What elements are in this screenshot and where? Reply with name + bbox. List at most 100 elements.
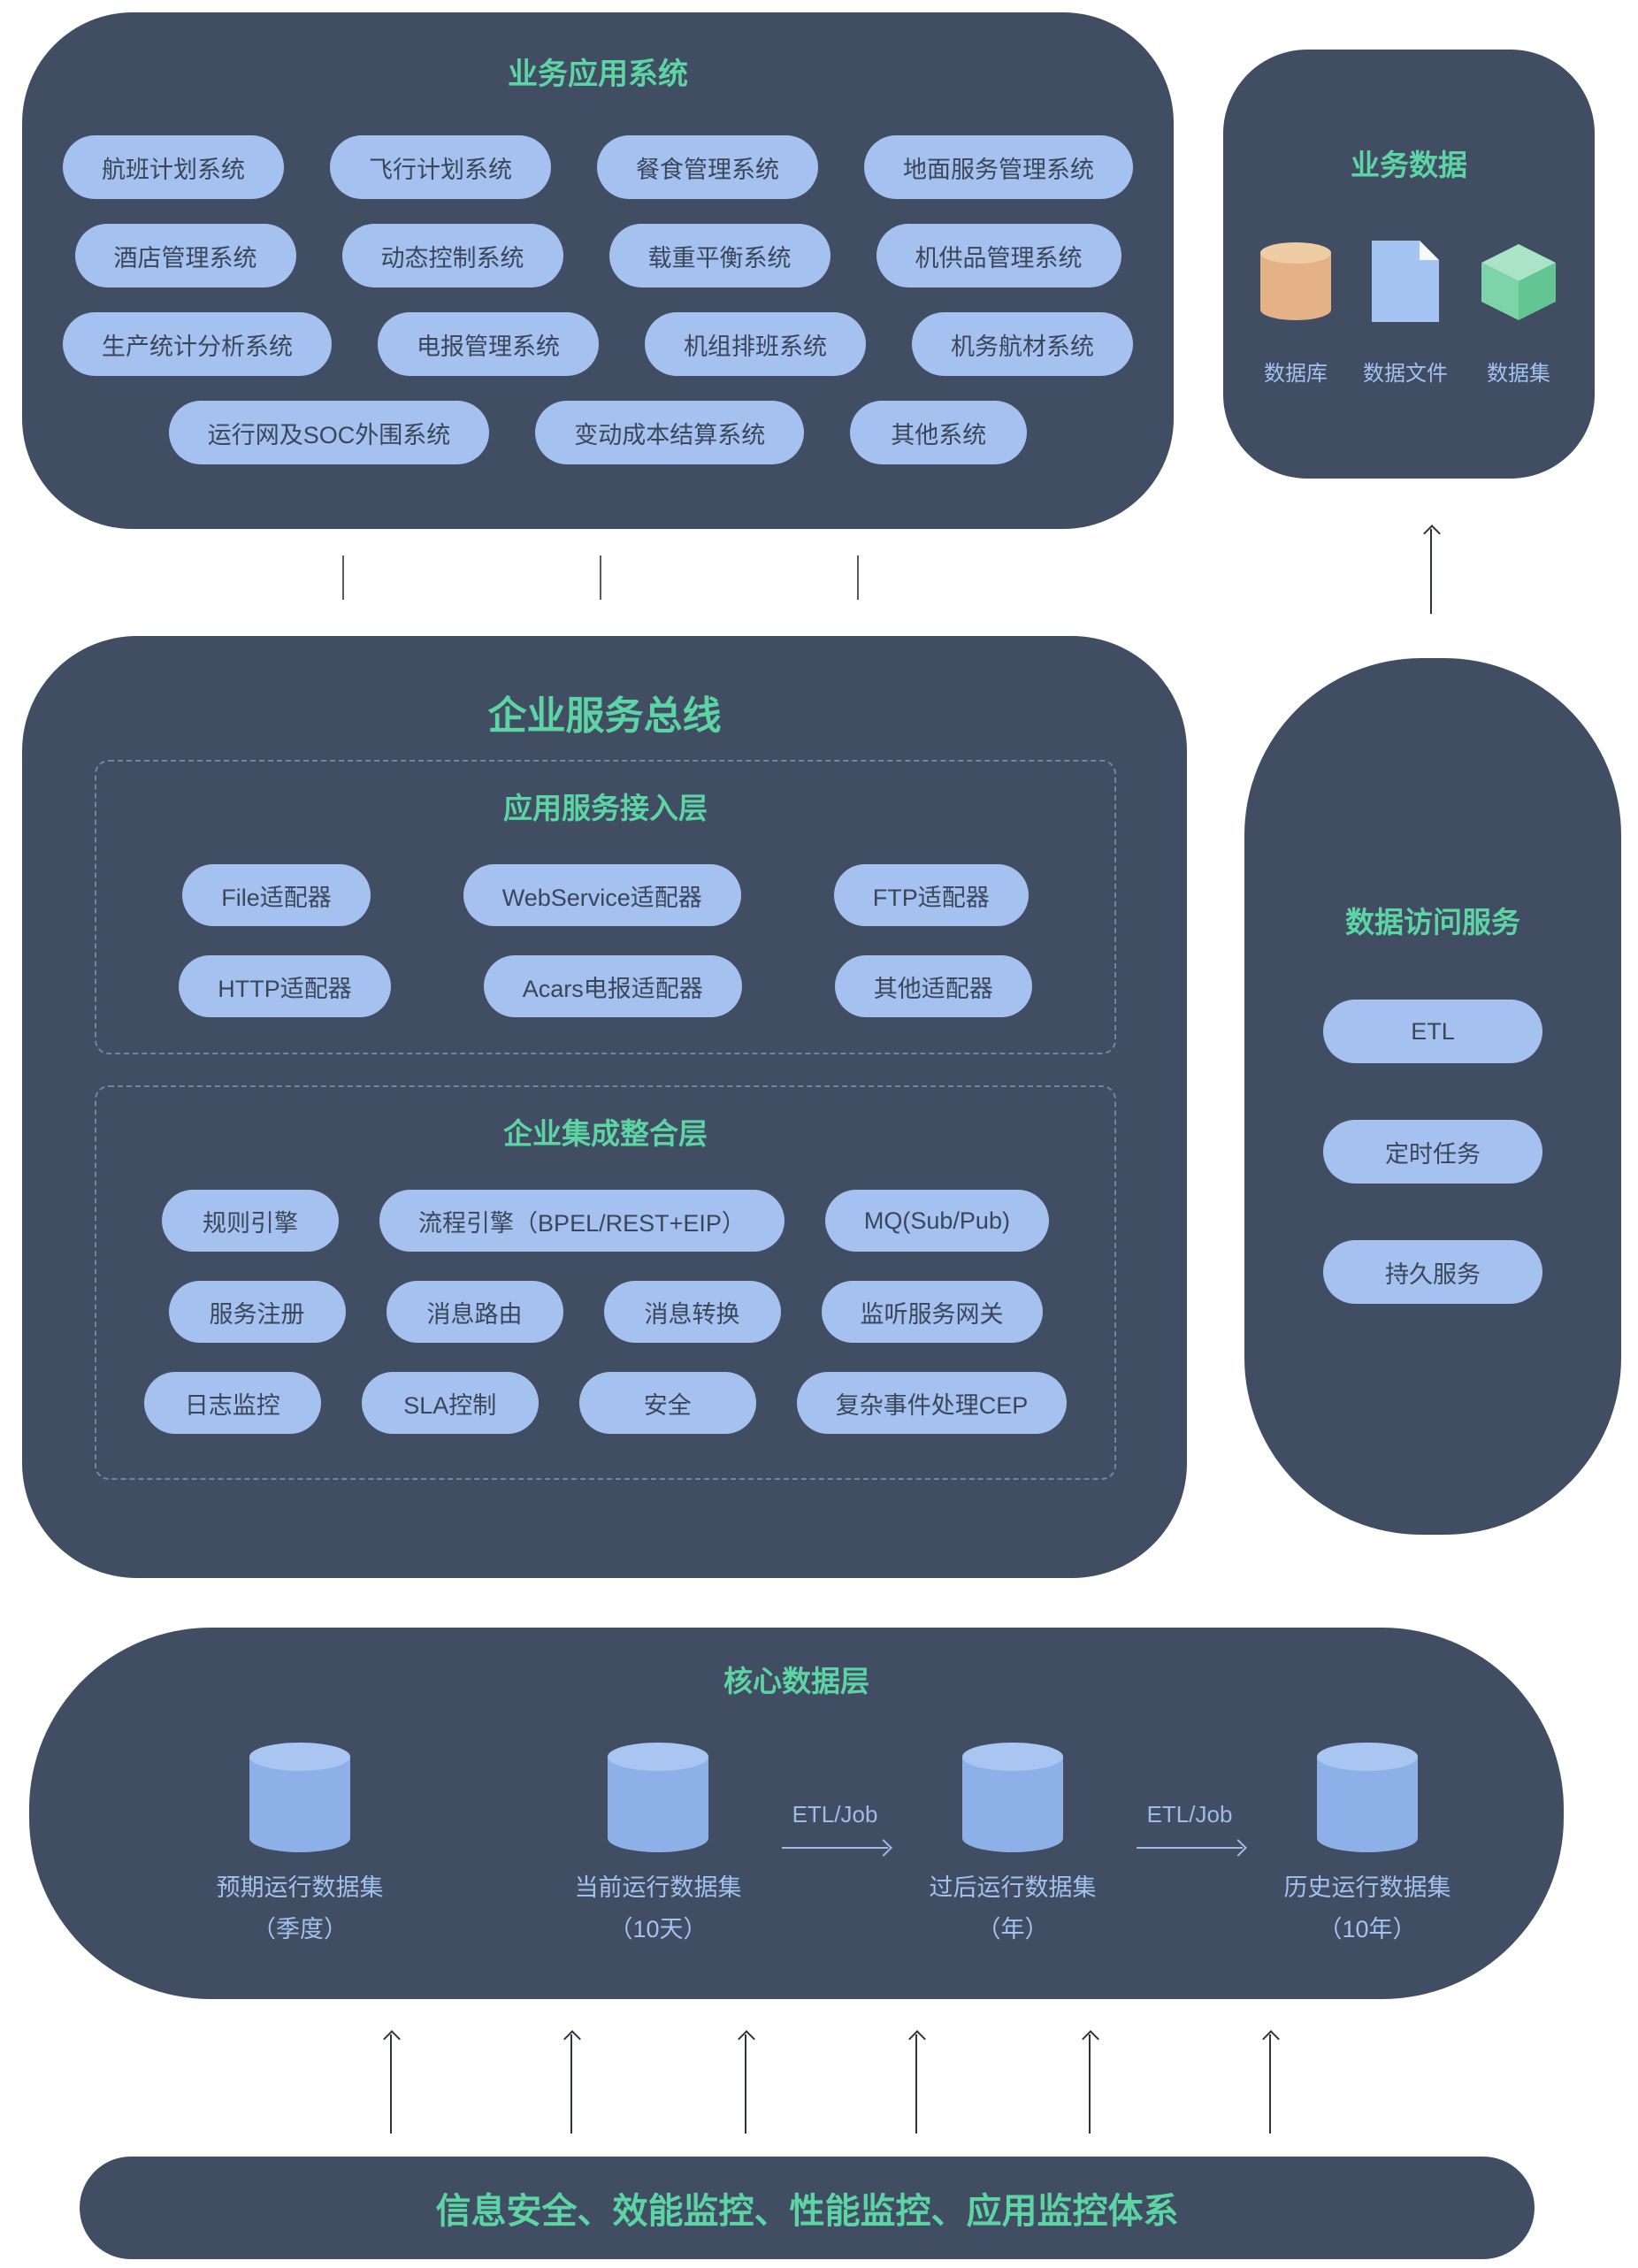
business-data-title: 业务数据 <box>1351 149 1467 181</box>
pill-row: HTTP适配器 Acars电报适配器 其他适配器 <box>96 955 1114 1017</box>
database-cylinder-icon <box>608 1743 708 1852</box>
icon-label: 数据库 <box>1264 362 1328 386</box>
integration-layer-box: 企业集成整合层 规则引擎 流程引擎（BPEL/REST+EIP） MQ(Sub/… <box>95 1085 1116 1480</box>
adapter-pill: FTP适配器 <box>833 864 1029 926</box>
access-layer-rows: File适配器 WebService适配器 FTP适配器 HTTP适配器 Aca… <box>96 864 1114 1017</box>
pill-row: File适配器 WebService适配器 FTP适配器 <box>96 864 1114 926</box>
icon-label: 数据集 <box>1487 362 1550 386</box>
system-pill: 电报管理系统 <box>378 312 599 376</box>
up-arrow <box>1430 529 1432 614</box>
system-pill: 机组排班系统 <box>645 312 866 376</box>
dataset: 历史运行数据集 （10年） <box>1226 1741 1509 1944</box>
icon-label: 数据文件 <box>1363 362 1448 386</box>
database-cylinder-icon <box>1317 1743 1418 1852</box>
adapter-pill: HTTP适配器 <box>179 955 391 1017</box>
pill-row: 航班计划系统 飞行计划系统 餐食管理系统 地面服务管理系统 <box>22 135 1174 199</box>
connector-line <box>600 556 601 600</box>
business-data-panel: 业务数据 数据库 数据文件 <box>1223 50 1595 479</box>
service-pill: 定时任务 <box>1323 1120 1542 1184</box>
integration-pill: 服务注册 <box>168 1281 346 1343</box>
up-arrow <box>745 2034 746 2134</box>
cube-icon <box>1481 244 1556 320</box>
integration-pill: 安全 <box>578 1372 756 1434</box>
integration-pill: 复杂事件处理CEP <box>796 1372 1068 1434</box>
integration-pill: 消息路由 <box>386 1281 563 1343</box>
business-data-item: 数据集 <box>1478 241 1559 387</box>
core-data-title: 核心数据层 <box>723 1665 869 1697</box>
pill-row: 规则引擎 流程引擎（BPEL/REST+EIP） MQ(Sub/Pub) <box>96 1190 1114 1252</box>
business-data-item: 数据文件 <box>1363 241 1448 387</box>
integration-pill: 消息转换 <box>603 1281 781 1343</box>
system-pill: 地面服务管理系统 <box>864 135 1133 199</box>
pill-row: 酒店管理系统 动态控制系统 载重平衡系统 机供品管理系统 <box>22 224 1174 287</box>
dataset: 当前运行数据集 （10天） <box>517 1741 800 1944</box>
database-cylinder-icon <box>962 1743 1063 1852</box>
system-pill: 餐食管理系统 <box>597 135 818 199</box>
integration-pill: 日志监控 <box>143 1372 321 1434</box>
integration-layer-rows: 规则引擎 流程引擎（BPEL/REST+EIP） MQ(Sub/Pub) 服务注… <box>96 1190 1114 1434</box>
database-icon <box>1260 242 1331 320</box>
system-pill: 航班计划系统 <box>63 135 284 199</box>
up-arrow <box>390 2034 392 2134</box>
dataset-period: （年） <box>976 1916 1049 1942</box>
monitoring-bar: 信息安全、效能监控、性能监控、应用监控体系 <box>80 2157 1535 2259</box>
business-apps-rows: 航班计划系统 飞行计划系统 餐食管理系统 地面服务管理系统 酒店管理系统 动态控… <box>22 135 1174 464</box>
system-pill: 变动成本结算系统 <box>535 401 805 464</box>
up-arrow <box>1269 2034 1271 2134</box>
business-apps-title: 业务应用系统 <box>508 57 688 91</box>
etl-job-label: ETL/Job <box>792 1801 878 1827</box>
data-access-items: ETL 定时任务 持久服务 <box>1244 1000 1621 1304</box>
up-arrow <box>915 2034 917 2134</box>
up-arrow <box>570 2034 572 2134</box>
dataset-name: 历史运行数据集 <box>1283 1874 1451 1901</box>
database-cylinder-icon <box>249 1743 350 1852</box>
system-pill: 机供品管理系统 <box>876 224 1121 287</box>
pill-row: 运行网及SOC外围系统 变动成本结算系统 其他系统 <box>22 401 1174 464</box>
integration-pill: MQ(Sub/Pub) <box>824 1190 1049 1252</box>
system-pill: 飞行计划系统 <box>330 135 551 199</box>
data-access-panel: 数据访问服务 ETL 定时任务 持久服务 <box>1244 658 1621 1535</box>
connector-line <box>342 556 344 600</box>
connector-line <box>857 556 859 600</box>
integration-pill: SLA控制 <box>361 1372 539 1434</box>
service-pill: 持久服务 <box>1323 1240 1542 1304</box>
business-data-icons: 数据库 数据文件 数据集 <box>1223 241 1595 387</box>
dataset: 过后运行数据集 （年） <box>871 1741 1154 1944</box>
pill-row: 服务注册 消息路由 消息转换 监听服务网关 <box>96 1281 1114 1343</box>
integration-pill: 监听服务网关 <box>821 1281 1043 1343</box>
dataset-period: （10年） <box>1318 1916 1417 1942</box>
monitoring-title: 信息安全、效能监控、性能监控、应用监控体系 <box>435 2192 1179 2231</box>
system-pill: 其他系统 <box>850 401 1028 464</box>
system-pill: 酒店管理系统 <box>74 224 296 287</box>
business-apps-panel: 业务应用系统 航班计划系统 飞行计划系统 餐食管理系统 地面服务管理系统 酒店管… <box>22 12 1174 529</box>
right-arrow <box>1137 1847 1243 1849</box>
dataset-name: 当前运行数据集 <box>574 1874 742 1901</box>
dataset-period: （季度） <box>252 1916 348 1942</box>
file-icon <box>1372 241 1439 322</box>
system-pill: 运行网及SOC外围系统 <box>168 401 490 464</box>
adapter-pill: 其他适配器 <box>834 955 1032 1017</box>
esb-title: 企业服务总线 <box>487 694 722 738</box>
adapter-pill: WebService适配器 <box>463 864 741 926</box>
system-pill: 生产统计分析系统 <box>63 312 332 376</box>
system-pill: 载重平衡系统 <box>609 224 830 287</box>
dataset-name: 预期运行数据集 <box>216 1874 384 1901</box>
system-pill: 机务航材系统 <box>912 312 1133 376</box>
dataset-name: 过后运行数据集 <box>929 1874 1097 1901</box>
data-access-title: 数据访问服务 <box>1345 906 1520 939</box>
dataset-period: （10天） <box>609 1916 708 1942</box>
integration-pill: 规则引擎 <box>162 1190 340 1252</box>
etl-job-label: ETL/Job <box>1146 1801 1233 1827</box>
up-arrow <box>1089 2034 1091 2134</box>
integration-layer-title: 企业集成整合层 <box>503 1117 708 1150</box>
access-layer-box: 应用服务接入层 File适配器 WebService适配器 FTP适配器 HTT… <box>95 760 1116 1054</box>
right-arrow <box>782 1847 888 1849</box>
pill-row: 日志监控 SLA控制 安全 复杂事件处理CEP <box>96 1372 1114 1434</box>
core-data-panel: 核心数据层 预期运行数据集 （季度） 当前运行数据集 （10天） 过后运行数据集 <box>29 1628 1564 1999</box>
pill-row: 生产统计分析系统 电报管理系统 机组排班系统 机务航材系统 <box>22 312 1174 376</box>
esb-panel: 企业服务总线 应用服务接入层 File适配器 WebService适配器 FTP… <box>22 636 1187 1578</box>
service-pill: ETL <box>1323 1000 1542 1063</box>
system-pill: 动态控制系统 <box>341 224 563 287</box>
adapter-pill: Acars电报适配器 <box>483 955 742 1017</box>
